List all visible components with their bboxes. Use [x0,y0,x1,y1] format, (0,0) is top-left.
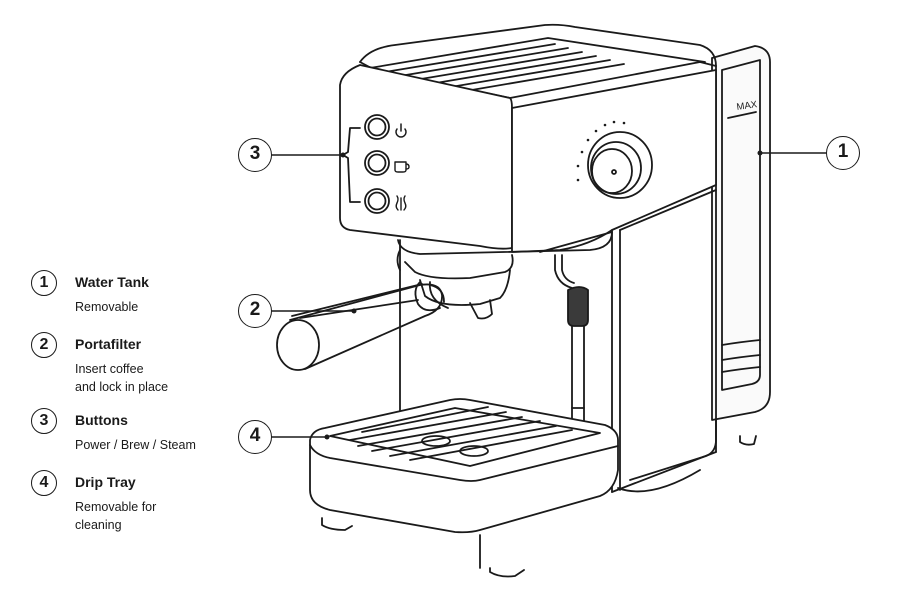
callout-lines [271,152,827,438]
legend-description: Power / Brew / Steam [75,438,196,452]
legend-title: Portafilter [75,336,142,352]
callout-drip-tray: 4 [238,420,272,454]
legend-number: 2 [31,332,57,358]
legend-title: Water Tank [75,274,149,290]
callout-portafilter: 2 [238,294,272,328]
legend-description: Removable for cleaning [75,500,157,532]
drip-tray [309,398,757,578]
machine-body [339,23,717,493]
legend-number: 1 [31,270,57,296]
legend-number: 3 [31,408,57,434]
control-dial [576,120,653,199]
legend-number: 4 [31,470,57,496]
callout-buttons: 3 [238,138,272,172]
steam-wand [554,254,589,433]
legend-title: Drip Tray [75,474,136,490]
legend-title: Buttons [75,412,128,428]
callout-water-tank: 1 [826,136,860,170]
portafilter [276,254,514,371]
legend-description: Removable [75,300,139,314]
water-tank [711,45,771,421]
max-marking: MAX [736,99,759,113]
legend-description: Insert coffee and lock in place [75,362,169,394]
